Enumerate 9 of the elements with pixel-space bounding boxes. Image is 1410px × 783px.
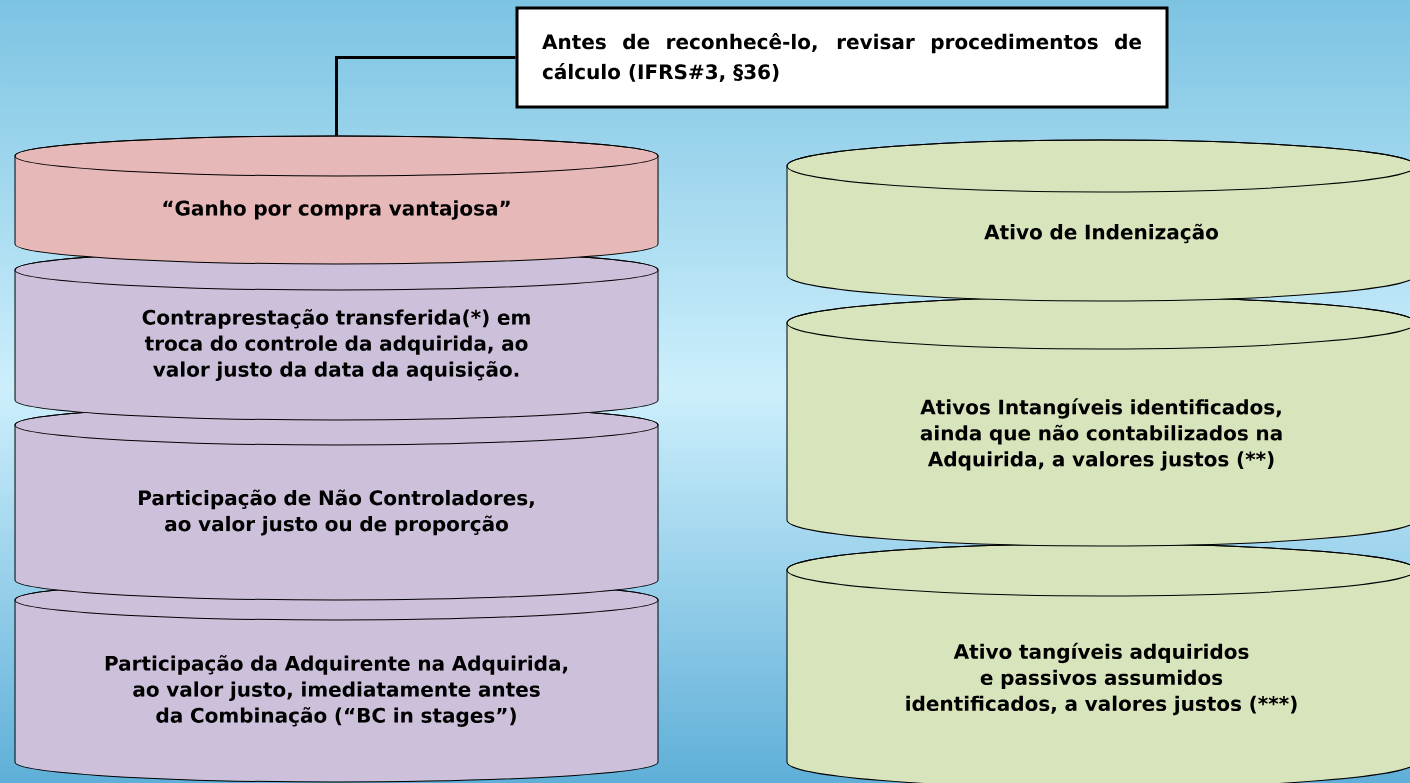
- leader-line: [335, 56, 516, 136]
- cylinder-layer: Ativo de Indenização: [786, 139, 1410, 302]
- callout-box: Antes de reconhecê-lo, revisar procedimentos de cálculo (IFRS#3, §36): [515, 6, 1169, 109]
- cylinder-layer: Participação de Não Controladores, ao valor justo ou de proporção: [14, 404, 659, 601]
- cylinder-layer: Ativo tangíveis adquiridos e passivos assumidos identificados, a valores justos (***): [786, 543, 1410, 783]
- cylinder-layer: “Ganho por compra vantajosa”: [14, 135, 659, 265]
- cylinder-layer: Ativos Intangíveis identificados, ainda que não contabilizados na Adquirida, a valores justos (**): [786, 296, 1410, 547]
- cylinder-layer: Contraprestação transferida(*) em troca do controle da adquirida, ao valor justo da data da aquisição.: [14, 249, 659, 421]
- node-label: Participação da Adquirente na Adquirida, ao valor justo, imediatamente antes da Combinação (“BC in stages”): [105, 655, 568, 727]
